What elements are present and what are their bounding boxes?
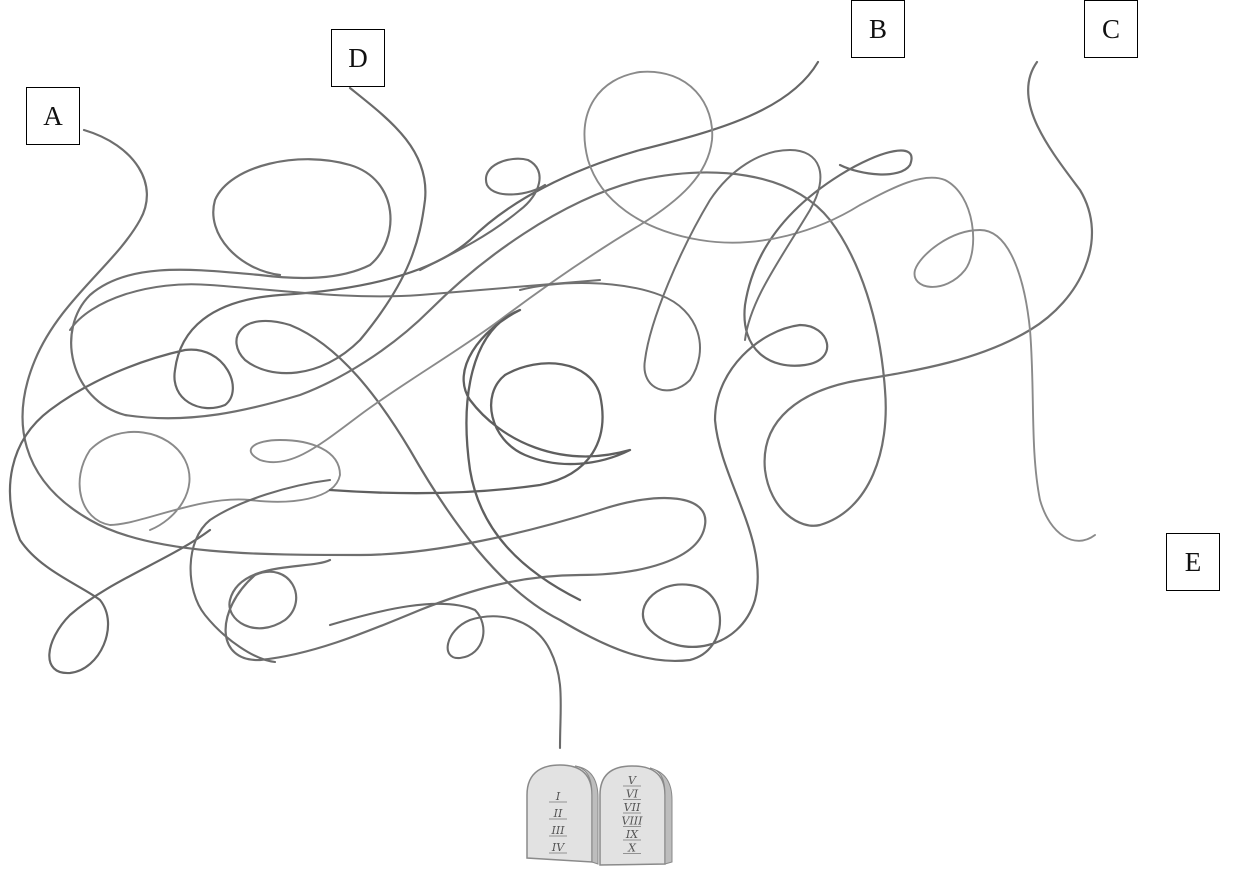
right-numeral-2: VI — [626, 788, 639, 801]
maze-path-b — [8, 60, 820, 675]
right-tablet-edge — [649, 767, 673, 865]
left-numeral-2: II — [553, 807, 563, 820]
start-label-d[interactable]: D — [331, 29, 385, 87]
maze-path-upper-loop — [418, 157, 547, 272]
right-numeral-4: VIII — [622, 815, 644, 828]
maze-path-a — [21, 128, 707, 662]
start-label-b[interactable]: B — [851, 0, 905, 58]
left-tablet-edge — [574, 765, 599, 865]
right-numeral-1: V — [628, 774, 637, 787]
start-label-c[interactable]: C — [1084, 0, 1138, 58]
maze-path-mid-left — [69, 279, 601, 331]
left-numeral-1: I — [555, 790, 561, 803]
maze-path-lower — [328, 602, 562, 750]
start-label-e[interactable]: E — [1166, 533, 1220, 591]
left-numeral-3: III — [550, 824, 565, 837]
maze-path-center-2 — [328, 308, 632, 602]
left-numeral-4: IV — [551, 841, 565, 854]
right-numeral-3: VII — [624, 801, 641, 814]
start-label-a[interactable]: A — [26, 87, 80, 145]
maze-path-d — [235, 86, 913, 662]
right-numeral-5: IX — [625, 828, 639, 841]
maze-path-center — [519, 149, 822, 392]
maze-path-e — [78, 70, 1096, 542]
maze-path-bottom-wave — [189, 478, 332, 664]
right-numeral-6: X — [627, 842, 637, 855]
maze-path-c — [70, 60, 1094, 527]
